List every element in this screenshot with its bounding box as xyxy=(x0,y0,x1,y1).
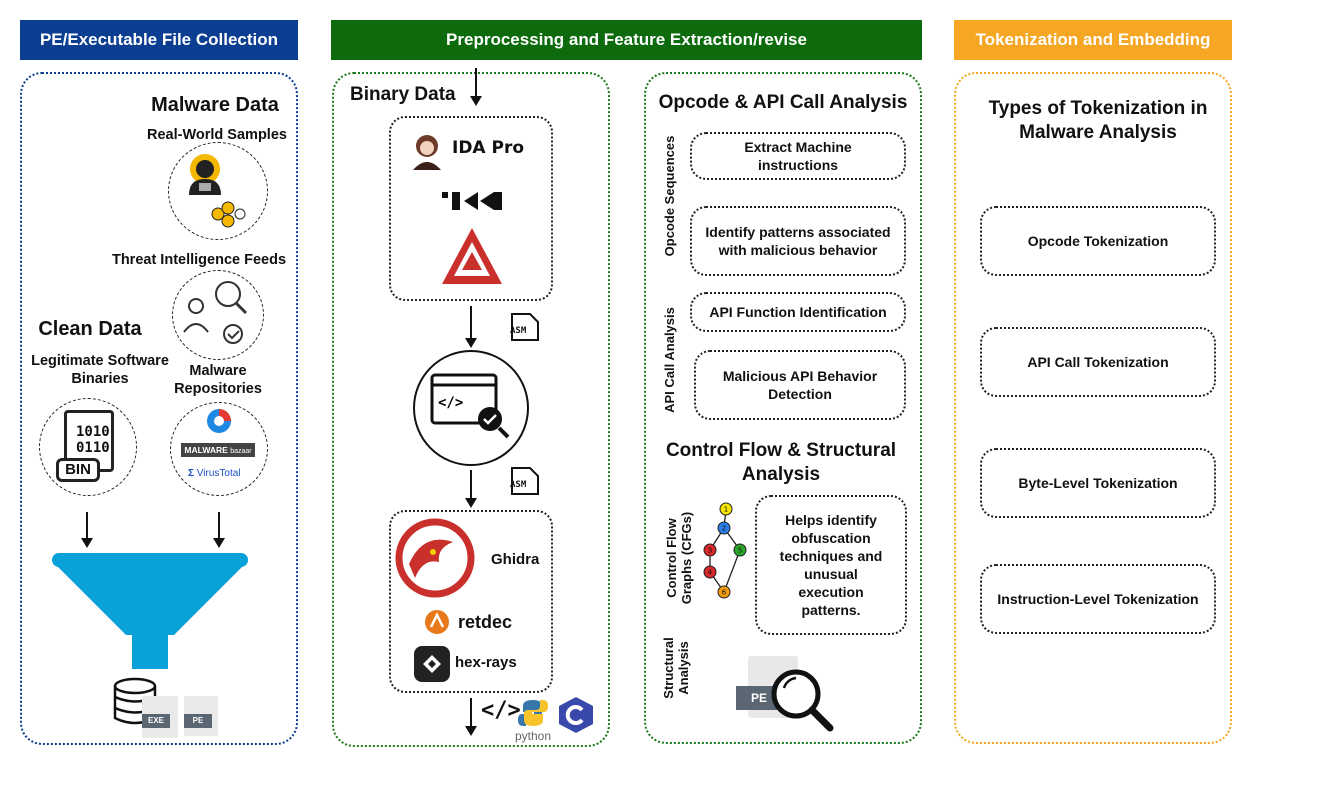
arrow-binary-entry xyxy=(470,68,482,106)
ida-portrait-icon xyxy=(413,135,441,170)
structural-analysis-label: Structural Analysis xyxy=(661,637,691,699)
malicious-api-box: Malicious API Behavior Detection xyxy=(694,350,906,420)
bazaar-sub: bazaar xyxy=(230,448,252,455)
control-flow-title: Control Flow & Structural Analysis xyxy=(665,440,897,485)
pe-file-icon-small: PE xyxy=(184,696,218,736)
arrow-to-code-review xyxy=(465,306,477,348)
token-instruction-level: Instruction-Level Tokenization xyxy=(980,564,1216,634)
real-world-label: Real-World Samples xyxy=(147,127,287,143)
analyst-icon xyxy=(183,281,248,344)
tokenization-banner: Tokenization and Embedding xyxy=(954,20,1232,60)
svg-text:6: 6 xyxy=(722,589,727,597)
binaries-circle xyxy=(39,398,137,496)
cfg-node-3 xyxy=(703,543,717,557)
funnel-icon xyxy=(52,553,248,669)
opcode-sequences-label: Opcode Sequences xyxy=(662,135,677,257)
analysis-panel xyxy=(644,72,922,744)
ida-label: IDA Pro xyxy=(452,138,525,158)
extract-box: Extract Machine instructions xyxy=(690,132,906,180)
code-tag-icon: </> xyxy=(481,698,521,723)
binary-panel xyxy=(332,72,610,747)
arrow-binaries-to-funnel xyxy=(81,512,93,548)
collection-banner: PE/Executable File Collection xyxy=(20,20,298,60)
c-language-icon xyxy=(559,697,593,733)
asm-label-2: ASM xyxy=(510,480,527,490)
bits-line2: 0110 xyxy=(76,440,110,456)
api-call-analysis-label: API Call Analysis xyxy=(662,307,677,413)
virustotal-logo: Σ VirusTotal xyxy=(188,468,241,479)
cfg-graph-icon: 1 2 3 4 5 6 xyxy=(703,502,747,599)
legit-label-line1: Legitimate Software xyxy=(31,353,169,369)
cfg-node-5 xyxy=(733,543,747,557)
repos-circle xyxy=(170,402,268,496)
repos-label-line1: Malware xyxy=(189,363,247,379)
repo-logo-icon xyxy=(207,409,231,433)
svg-text:5: 5 xyxy=(738,547,742,555)
legit-label-line2: Binaries xyxy=(71,371,129,387)
clean-data-heading: Clean Data xyxy=(38,318,142,340)
ghidra-label: Ghidra xyxy=(491,551,540,568)
svg-text:1: 1 xyxy=(724,506,728,514)
token-api-call: API Call Tokenization xyxy=(980,327,1216,397)
real-world-circle xyxy=(168,142,268,240)
asm-file-icon-2 xyxy=(511,467,539,495)
code-review-circle xyxy=(413,350,529,466)
bits-line1: 1010 xyxy=(76,424,110,440)
malware-data-heading: Malware Data xyxy=(151,94,279,116)
code-review-icon: </> xyxy=(430,373,510,439)
hacker-icon xyxy=(189,154,221,195)
malware-bazaar-logo: MALWARE bazaar xyxy=(181,443,255,457)
cfg-node-6 xyxy=(717,585,731,599)
tokenization-heading: Types of Tokenization in Malware Analysi… xyxy=(988,98,1208,143)
repos-label-line2: Repositories xyxy=(174,381,262,397)
virustotal-label: VirusTotal xyxy=(196,468,241,479)
retdec-icon xyxy=(425,610,449,634)
python-icon xyxy=(518,700,548,726)
asm-label-1: ASM xyxy=(510,326,527,336)
token-opcode: Opcode Tokenization xyxy=(980,206,1216,276)
cfg-label: Control Flow Graphs (CFGs) xyxy=(664,511,694,605)
collection-title: PE/Executable File Collection xyxy=(39,30,279,49)
token-byte-level: Byte-Level Tokenization xyxy=(980,448,1216,518)
helps-identify-box: Helps identify obfuscation techniques an… xyxy=(755,495,907,635)
svg-text:3: 3 xyxy=(708,547,712,555)
cfg-node-2 xyxy=(717,521,731,535)
svg-text:</>: </> xyxy=(438,395,463,411)
magnifier-icon xyxy=(771,669,834,732)
asm-file-icon-1 xyxy=(511,313,539,341)
bugs-icon xyxy=(211,201,246,228)
binary-ninja-icon xyxy=(442,228,502,284)
collection-panel xyxy=(20,72,298,745)
virustotal-icon: Σ xyxy=(188,468,195,479)
api-function-box: API Function Identification xyxy=(690,292,906,332)
radare-icon xyxy=(442,192,502,210)
python-label: python xyxy=(515,729,552,743)
bazaar-main: MALWARE xyxy=(184,445,228,455)
hexrays-label: hex-rays xyxy=(455,654,517,671)
exe-label: EXE xyxy=(142,714,170,728)
pe-label-small: PE xyxy=(184,714,212,728)
hexrays-icon xyxy=(414,646,450,682)
opcode-api-title: Opcode & API Call Analysis xyxy=(658,92,908,113)
arrow-repos-to-funnel xyxy=(213,512,225,548)
preprocessing-banner: Preprocessing and Feature Extraction/rev… xyxy=(331,20,922,60)
bin-label: BIN xyxy=(56,458,100,482)
svg-text:2: 2 xyxy=(722,525,726,533)
cfg-node-4 xyxy=(703,565,717,579)
threat-feeds-circle xyxy=(172,270,264,360)
tokenization-panel xyxy=(954,72,1232,744)
exe-file-icon: EXE xyxy=(142,696,178,738)
retdec-label: retdec xyxy=(458,612,513,632)
threat-feeds-label: Threat Intelligence Feeds xyxy=(111,252,287,268)
ghidra-dragon-icon xyxy=(395,518,475,598)
svg-text:4: 4 xyxy=(708,569,713,577)
arrow-to-source xyxy=(465,698,477,736)
tokenization-title: Tokenization and Embedding xyxy=(975,30,1211,49)
binary-data-heading: Binary Data xyxy=(350,84,456,105)
preprocessing-title: Preprocessing and Feature Extraction/rev… xyxy=(446,30,807,49)
cfg-node-1 xyxy=(719,502,733,516)
arrow-to-decompilers xyxy=(465,470,477,508)
identify-box: Identify patterns associated with malici… xyxy=(690,206,906,276)
